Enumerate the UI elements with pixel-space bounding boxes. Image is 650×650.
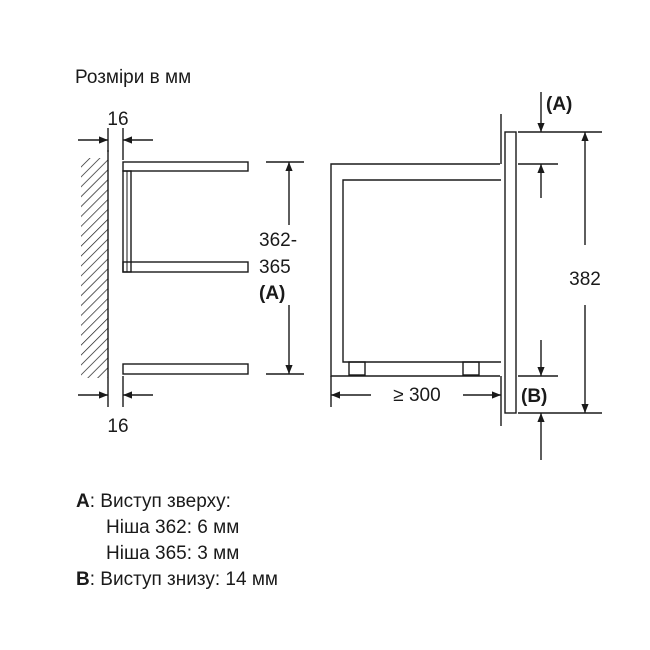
depth-label: ≥ 300 — [393, 385, 440, 406]
diagram-title: Розміри в мм — [75, 67, 191, 88]
legend-row-a-niche-362: Ніша 362: 6 мм — [106, 517, 240, 538]
middle-shelf — [122, 261, 249, 273]
wall-hatching — [81, 158, 108, 378]
legend-text-a: : Виступ зверху: — [89, 491, 231, 512]
niche-height-label-line2: 365 — [259, 257, 291, 278]
appliance-foot-right — [462, 361, 480, 376]
legend-row-a: A: Виступ зверху: — [76, 489, 278, 515]
wall-gap-top-label: 16 — [107, 109, 128, 130]
legend-key-b: B — [76, 569, 90, 590]
appliance-body — [342, 179, 501, 363]
niche-height-label-line1: 362- — [259, 230, 297, 251]
legend-row-b: B: Виступ знизу: 14 мм — [76, 567, 278, 593]
marker-a-label: (A) — [546, 94, 572, 115]
depth-label-backdrop — [372, 381, 462, 407]
bottom-shelf — [122, 363, 249, 375]
niche-outline — [330, 163, 500, 377]
legend-key-a: A — [76, 491, 90, 512]
appliance-front-panel — [504, 131, 517, 414]
total-height-label: 382 — [569, 269, 601, 290]
legend-text-b: : Виступ знизу: 14 мм — [89, 569, 278, 590]
front-section-view — [330, 92, 602, 460]
niche-height-marker: (A) — [259, 283, 285, 304]
marker-b-label: (B) — [521, 386, 547, 407]
side-view — [78, 128, 304, 407]
legend: A: Виступ зверху: Ніша 362: 6 мм Ніша 36… — [76, 489, 278, 593]
top-shelf — [122, 161, 249, 172]
appliance-foot-left — [348, 361, 366, 376]
wall-gap-bottom-label: 16 — [107, 416, 128, 437]
total-height-label-backdrop — [560, 262, 610, 292]
legend-row-a-niche-365: Ніша 365: 3 мм — [106, 543, 240, 564]
